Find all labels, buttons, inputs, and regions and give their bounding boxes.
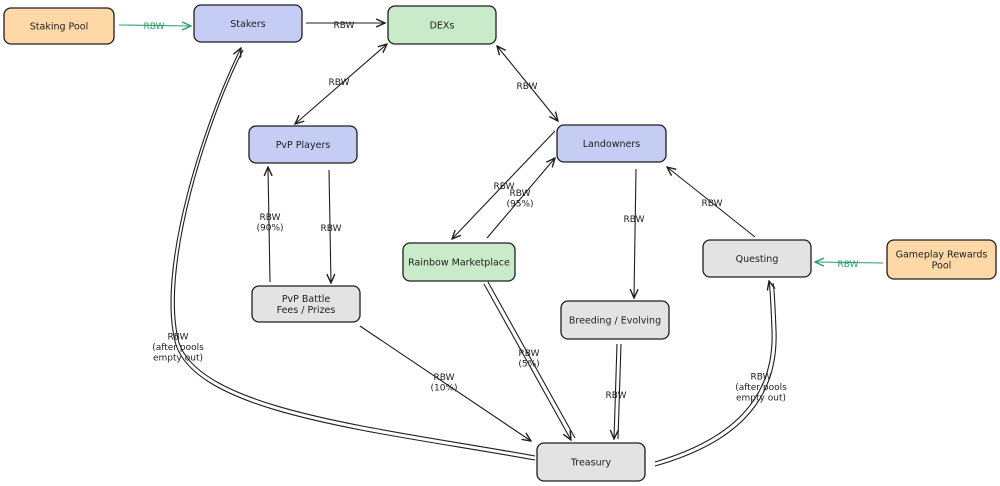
node-label: Questing	[736, 254, 779, 265]
edge-label-pvp-fees-to-treasury: RBW(10%)	[430, 373, 457, 394]
edge-label-text: RBW	[320, 224, 341, 234]
node-treasury: Treasury	[536, 442, 646, 482]
edge-label-text: (after pools	[152, 343, 204, 353]
node-label: Landowners	[583, 139, 641, 150]
node-label: Pool	[932, 261, 952, 272]
node-breeding: Breeding / Evolving	[560, 300, 670, 340]
arrow-staking-to-stakers	[118, 25, 191, 26]
edge-label-text: RBW	[433, 373, 454, 383]
node-label: Rainbow Marketplace	[408, 258, 510, 269]
edge-label-dexs-landowners: RBW	[516, 82, 537, 92]
edge-label-pvp-fees-to-players: RBW(90%)	[256, 213, 283, 234]
arrow-treasury-to-stakers-b	[173, 49, 536, 457]
edges-layer	[118, 23, 884, 467]
edge-label-text: empty out)	[153, 354, 203, 364]
edge-label-text: (95%)	[506, 199, 533, 209]
edge-label-landowners-to-marketplace: RBW	[493, 182, 514, 192]
arrow-treasury-to-questing	[654, 281, 772, 463]
arrow-pvp-fees-to-treasury	[359, 325, 531, 441]
edge-label-players-to-pvp-fees: RBW	[320, 224, 341, 234]
edge-label-text: RBW	[837, 260, 858, 270]
arrow-dexs-pvp	[295, 44, 387, 124]
node-label: PvP Battle	[282, 294, 331, 305]
node-stakers: Stakers	[193, 4, 303, 43]
node-label: Gameplay Rewards	[896, 250, 988, 261]
arrow-landowners-to-breeding	[634, 168, 636, 298]
arrow-landowners-to-marketplace	[452, 130, 556, 239]
edge-label-text: RBW	[605, 391, 626, 401]
edge-label-text: RBW	[333, 21, 354, 31]
arrow-dexs-landowners	[497, 46, 558, 121]
edge-label-text: RBW	[143, 22, 164, 32]
arrow-breeding-to-treasury-b	[617, 343, 622, 440]
edge-label-marketplace-to-landowners: RBW(95%)	[506, 189, 533, 210]
edge-label-text: RBW	[518, 349, 539, 359]
edge-label-questing-to-landowners: RBW	[701, 199, 722, 209]
arrow-marketplace-to-treasury	[483, 283, 571, 440]
edge-label-gameplay-to-questing: RBW	[837, 260, 858, 270]
arrow-gameplay-to-questing	[815, 262, 884, 263]
node-rainbow-marketplace: Rainbow Marketplace	[402, 242, 516, 282]
edge-label-text: RBW	[259, 213, 280, 223]
edge-label-text: RBW	[493, 182, 514, 192]
arrow-breeding-to-treasury	[614, 343, 617, 439]
arrow-treasury-to-stakers	[170, 48, 536, 461]
edge-label-text: RBW	[328, 78, 349, 88]
edge-label-dexs-pvp: RBW	[328, 78, 349, 88]
node-label: Staking Pool	[30, 22, 88, 33]
node-label: Treasury	[570, 458, 612, 469]
node-label: Stakers	[230, 19, 265, 30]
edge-label-text: RBW	[516, 82, 537, 92]
edge-label-text: (10%)	[430, 383, 457, 393]
edge-label-stakers-to-dexs: RBW	[333, 21, 354, 31]
arrow-treasury-to-questing-b	[654, 282, 777, 467]
node-questing: Questing	[702, 239, 812, 278]
edge-label-marketplace-to-treasury: RBW(5%)	[518, 349, 539, 370]
node-dexs: DEXs	[387, 5, 497, 45]
edge-label-text: (5%)	[518, 359, 539, 369]
node-pvp-players: PvP Players	[248, 125, 358, 164]
arrow-pvp-fees-to-players	[268, 167, 270, 283]
edge-label-text: RBW	[701, 199, 722, 209]
node-label: DEXs	[430, 21, 455, 32]
edge-label-breeding-to-treasury: RBW	[605, 391, 626, 401]
edge-label-text: RBW	[623, 215, 644, 225]
arrow-marketplace-to-landowners	[486, 158, 555, 239]
node-landowners: Landowners	[556, 124, 667, 163]
arrow-marketplace-to-treasury-b	[487, 281, 576, 439]
edge-label-text: (after pools	[735, 383, 787, 393]
edge-label-text: RBW	[167, 333, 188, 343]
node-label: Fees / Prizes	[277, 305, 336, 316]
node-staking-pool: Staking Pool	[3, 7, 115, 45]
edge-label-text: RBW	[750, 373, 771, 383]
node-label: Breeding / Evolving	[569, 316, 661, 327]
arrow-questing-to-landowners	[667, 167, 756, 238]
edge-label-text: RBW	[509, 189, 530, 199]
node-label: PvP Players	[276, 140, 331, 151]
arrow-players-to-pvp-fees	[329, 169, 331, 283]
edge-label-text: (90%)	[256, 223, 283, 233]
edge-label-text: empty out)	[736, 394, 786, 404]
edge-label-staking-to-stakers: RBW	[143, 22, 164, 32]
edge-label-landowners-to-breeding: RBW	[623, 215, 644, 225]
